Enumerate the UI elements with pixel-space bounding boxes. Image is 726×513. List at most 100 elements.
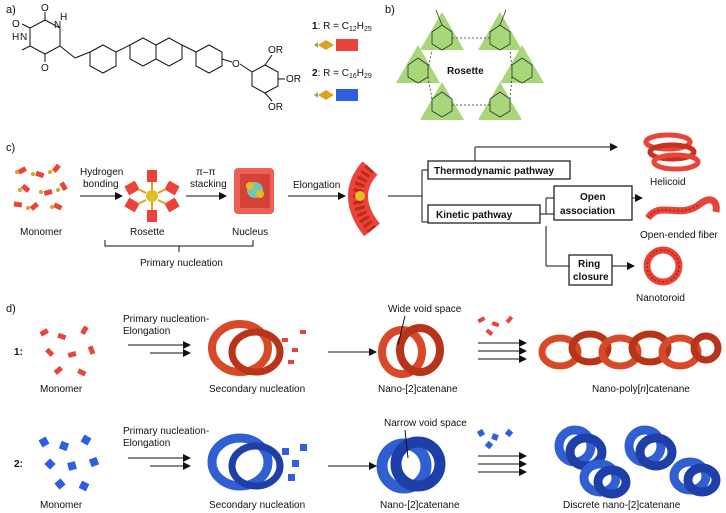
atom-or-3: OR (268, 102, 283, 113)
helicoid-icon (643, 132, 701, 172)
secondary-nucleation-label-row1: Secondary nucleation (209, 384, 305, 395)
triangle-unit (500, 45, 544, 83)
open-ended-fiber-icon (645, 196, 720, 221)
discrete-catenanes-icon (554, 425, 721, 499)
narrow-void-pointer (404, 429, 409, 459)
thermodynamic-pathway-label: Thermodynamic pathway (434, 166, 554, 177)
monomer-label-c: Monomer (20, 227, 63, 238)
secondary-nucleation-label-row2: Secondary nucleation (209, 500, 305, 511)
molecule-structure (21, 12, 285, 102)
poly-catenane-label: Nano-poly[n]catenane (592, 384, 690, 395)
stacking-label-2: stacking (190, 179, 227, 190)
monomer-label-row1: Monomer (40, 384, 83, 395)
open-ended-fiber-label: Open-ended fiber (640, 230, 719, 241)
atom-or-1: OR (268, 45, 283, 56)
primary-nucleation-bracket (104, 240, 254, 247)
panel-label-a: a) (6, 4, 16, 16)
elongation-label: Elongation (293, 180, 340, 191)
monomer-cluster-c (13, 163, 68, 211)
primary-nucleation-label: Primary nucleation (140, 258, 223, 269)
catenane-label-row1: Nano-[2]catenane (378, 384, 458, 395)
compound-2-legend: 2: R = C16H29 (312, 68, 372, 101)
discrete-catenane-label: Discrete nano-[2]catenane (563, 500, 681, 511)
nucleus-icon (234, 168, 274, 214)
nano-poly-catenane-icon (538, 330, 722, 370)
open-association-label-1: Open (580, 192, 606, 203)
nanotoroid-icon (643, 246, 683, 286)
triangle-unit (420, 12, 464, 50)
row2-step-label-1: Primary nucleation- (123, 426, 209, 437)
atom-n-top: N (54, 20, 61, 31)
secondary-nucleation-blue-icon (207, 433, 307, 491)
diamond-icon (318, 40, 334, 50)
atom-n-left: N (20, 32, 27, 43)
catenane-label-row2: Nano-[2]catenane (380, 500, 460, 511)
monomer-label-row2: Monomer (40, 500, 83, 511)
secondary-nucleation-red-icon (208, 320, 306, 376)
rosette-step-label: Rosette (130, 227, 165, 238)
atom-h-left: H (12, 32, 19, 43)
blue-chain-block-icon (336, 89, 358, 101)
row1-step-label-1: Primary nucleation- (123, 314, 209, 325)
row-1-label: 1: (14, 347, 23, 358)
triangle-unit (420, 82, 464, 120)
rosette-label: Rosette (447, 66, 484, 77)
nanotoroid-label: Nanotoroid (636, 293, 685, 304)
stacking-label-1: π–π (196, 167, 215, 178)
compound-2-number: 2 (312, 68, 318, 79)
kinetic-pathway-label: Kinetic pathway (436, 210, 513, 221)
triangle-unit (478, 82, 522, 120)
compound-1-formula: : R = C (318, 21, 349, 32)
red-chain-block-icon (336, 39, 358, 51)
svg-text:2: R = C16H29: 2: R = C16H29 (312, 68, 372, 80)
row-2-label: 2: (14, 459, 23, 470)
wide-void-label: Wide void space (388, 304, 462, 315)
nucleus-label: Nucleus (232, 227, 268, 238)
compound-1-number: 1 (312, 21, 318, 32)
panel-label-d: d) (6, 303, 16, 315)
kinetic-pathway-box (427, 204, 541, 224)
atom-o-3: O (41, 63, 49, 74)
triangle-unit (396, 45, 440, 83)
ring-closure-box (568, 254, 613, 286)
triangle-unit (478, 12, 522, 50)
hbond-label-2: bonding (83, 179, 119, 190)
atom-o-ether: O (232, 59, 240, 70)
atom-or-2: OR (286, 74, 301, 85)
ring-closure-label-2: closure (573, 272, 609, 283)
panel-label-b: b) (385, 4, 395, 16)
open-association-label-2: association (560, 206, 615, 217)
rosette-bonds (407, 9, 533, 118)
panel-label-c: c) (6, 142, 15, 154)
monomer-cluster-row1 (39, 325, 96, 377)
compound-1-legend: 1: R = C12H25 (312, 21, 372, 51)
open-association-box (553, 185, 633, 221)
monomer-mini-row2 (476, 428, 514, 450)
green-arrow-icon (314, 42, 318, 48)
row1-step-label-2: Elongation (123, 326, 170, 337)
narrow-void-label: Narrow void space (384, 418, 467, 429)
thermodynamic-pathway-box (427, 160, 571, 180)
atom-o-2: O (12, 19, 20, 30)
compound-2-formula: : R = C (318, 68, 349, 79)
hbond-label-1: Hydrogen (80, 167, 123, 178)
svg-text:1: R = C12H25: 1: R = C12H25 (312, 21, 372, 33)
row2-step-label-2: Elongation (123, 438, 170, 449)
wide-void-pointer (397, 315, 406, 346)
green-arrow-icon (314, 92, 318, 98)
diamond-icon (318, 90, 334, 100)
elongated-stack (348, 161, 381, 237)
helicoid-label: Helicoid (650, 177, 686, 188)
molecule-atom-labels: H N H N O O O O OR OR OR (12, 3, 301, 113)
nano-2-catenane-red-icon (378, 324, 444, 378)
rosette-diagram (396, 12, 544, 120)
ring-closure-label-1: Ring (578, 259, 600, 270)
monomer-cluster-row2 (38, 434, 100, 492)
atom-h-top: H (60, 12, 67, 23)
monomer-mini-row1 (477, 315, 514, 337)
rosette-icon (124, 170, 180, 222)
nano-2-catenane-blue-icon (376, 436, 446, 494)
pathway-tree (388, 143, 643, 270)
atom-o-1: O (41, 3, 49, 14)
